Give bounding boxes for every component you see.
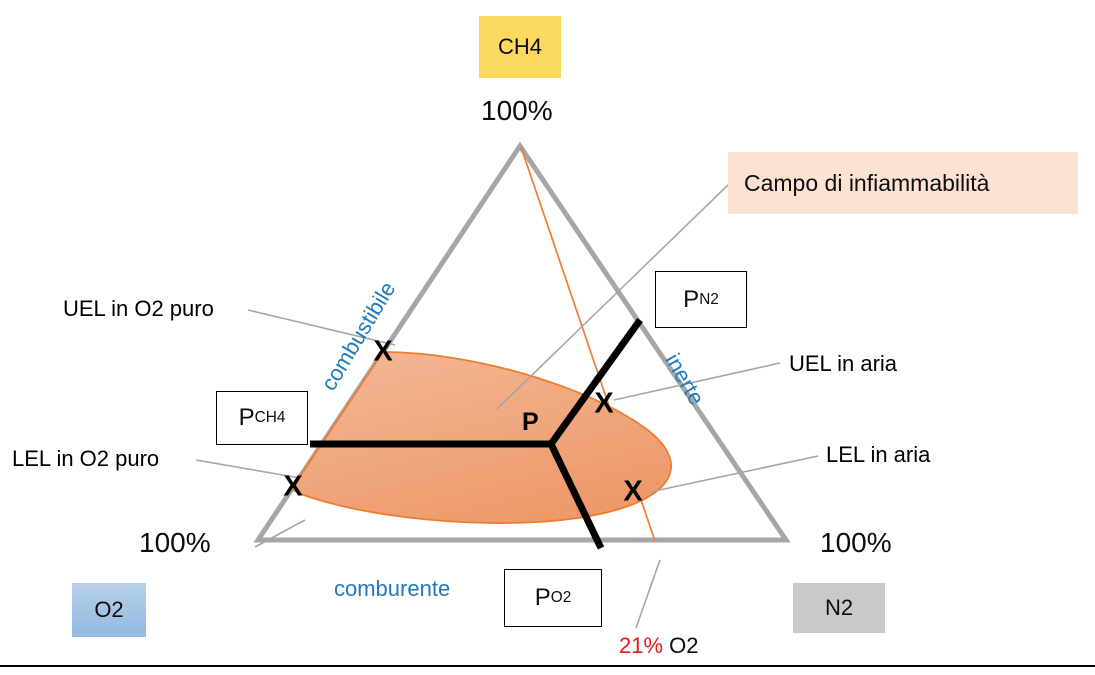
vertex-badge-n2: N2 bbox=[793, 583, 885, 633]
marker-x-uel-aria: X bbox=[594, 387, 614, 420]
air-composition-note: 21% O2 bbox=[619, 633, 699, 659]
leader-lel-aria bbox=[649, 455, 819, 493]
point-box-p-ch4-sub: CH4 bbox=[254, 409, 286, 426]
point-p-label: P bbox=[522, 408, 539, 436]
point-box-p-n2-sub: N2 bbox=[699, 290, 719, 308]
air-composition-percent: 21% bbox=[619, 633, 664, 658]
leader-lel-o2-puro bbox=[195, 459, 301, 479]
line-p-to-po2 bbox=[547, 442, 605, 550]
marker-x-lel-aria: X bbox=[623, 475, 643, 508]
marker-x-uel-o2-puro: X bbox=[373, 335, 393, 368]
leader-21-percent bbox=[635, 559, 661, 629]
vertex-badge-o2: O2 bbox=[72, 583, 146, 637]
leader-campo bbox=[496, 183, 730, 410]
vertex-badge-n2-label: N2 bbox=[824, 595, 854, 620]
leader-uel-o2-puro bbox=[247, 309, 396, 346]
flammability-envelope bbox=[291, 351, 672, 524]
legend-campo-label: Campo di infiammabilità bbox=[744, 169, 990, 196]
point-box-p-n2-base: P bbox=[683, 285, 700, 313]
callout-uel-in-o2-puro: UEL in O2 puro bbox=[63, 296, 214, 321]
callout-lel-in-aria: LEL in aria bbox=[826, 442, 931, 467]
leader-100-left-bracket bbox=[254, 519, 306, 548]
slide-bottom-rule bbox=[0, 665, 1095, 667]
point-box-p-o2-sub: O2 bbox=[550, 589, 572, 606]
air-composition-species: O2 bbox=[669, 633, 699, 658]
marker-x-lel-o2-puro: X bbox=[283, 470, 303, 503]
point-box-p-ch4-base: P bbox=[238, 404, 255, 431]
vertex-percent-n2: 100% bbox=[820, 527, 892, 558]
vertex-percent-ch4: 100% bbox=[481, 95, 553, 126]
vertex-badge-ch4-label: CH4 bbox=[497, 34, 542, 59]
leader-uel-aria bbox=[613, 362, 781, 401]
axis-label-comburente: comburente bbox=[334, 576, 451, 601]
line-p-to-pn2 bbox=[548, 317, 643, 447]
leader-lines bbox=[195, 183, 819, 629]
callout-lel-in-o2-puro: LEL in O2 puro bbox=[12, 446, 160, 471]
point-box-p-o2-base: P bbox=[534, 584, 551, 611]
vertex-percent-o2: 100% bbox=[139, 527, 211, 558]
legend-campo-di-infiammabilita: Campo di infiammabilità bbox=[728, 152, 1078, 214]
callout-uel-in-aria: UEL in aria bbox=[789, 351, 898, 376]
construction-lines bbox=[310, 317, 643, 550]
vertex-badge-o2-label: O2 bbox=[94, 597, 124, 622]
vertex-badge-ch4: CH4 bbox=[479, 16, 561, 78]
